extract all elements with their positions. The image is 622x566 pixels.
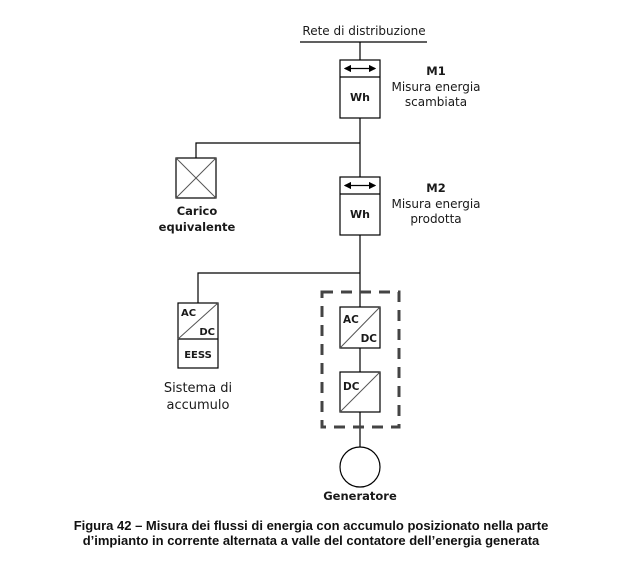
storage-unit: AC DC EESS [177, 302, 219, 369]
load-cross-icon [175, 157, 217, 199]
load-label-line1: Carico [177, 204, 218, 218]
meter-unit: Wh [350, 208, 370, 221]
meter-id-m1: M1 [426, 64, 445, 78]
load-label-line2: equivalente [159, 220, 236, 234]
figure-caption: Figura 42 – Misura dei flussi di energia… [0, 518, 622, 548]
storage-converter-dc: DC [199, 327, 215, 338]
converter-diagonal-icon [177, 302, 219, 340]
storage-branch-line [197, 272, 360, 303]
converter-diagonal-icon [339, 371, 381, 413]
meter-description-m2-line1: Misura energia [391, 197, 480, 211]
grid-label: Rete di distribuzione [302, 24, 425, 38]
meter-description-m2-line2: prodotta [410, 212, 461, 226]
dc-dc-converter: DC [339, 371, 381, 413]
caption-line1: Figura 42 – Misura dei flussi di energia… [73, 518, 549, 533]
meter-description-m1-line1: Misura energia [391, 80, 480, 94]
generator-circle-icon [339, 446, 381, 488]
dcdc-label: DC [343, 381, 360, 393]
meter-id-m2: M2 [426, 181, 445, 195]
load-branch-line [195, 142, 360, 158]
meter-m2: Wh [339, 176, 381, 236]
storage-label-line2: accumulo [167, 398, 230, 413]
storage-converter-ac: AC [181, 308, 196, 319]
converter-diagonal-icon [339, 306, 381, 349]
inverter-ac-dc: AC DC [339, 306, 381, 349]
meter-description-m1-line2: scambiata [405, 95, 467, 109]
generation-boundary [320, 290, 401, 429]
inverter-ac: AC [343, 314, 359, 326]
meter-unit: Wh [350, 91, 370, 104]
storage-unit-label: EESS [184, 350, 212, 361]
caption-line2: d’impianto in corrente alternata a valle… [82, 533, 540, 548]
inverter-dc: DC [361, 333, 378, 345]
generator-label: Generatore [323, 489, 397, 503]
meter-m1: Wh [339, 59, 381, 119]
storage-label-line1: Sistema di [164, 381, 232, 396]
